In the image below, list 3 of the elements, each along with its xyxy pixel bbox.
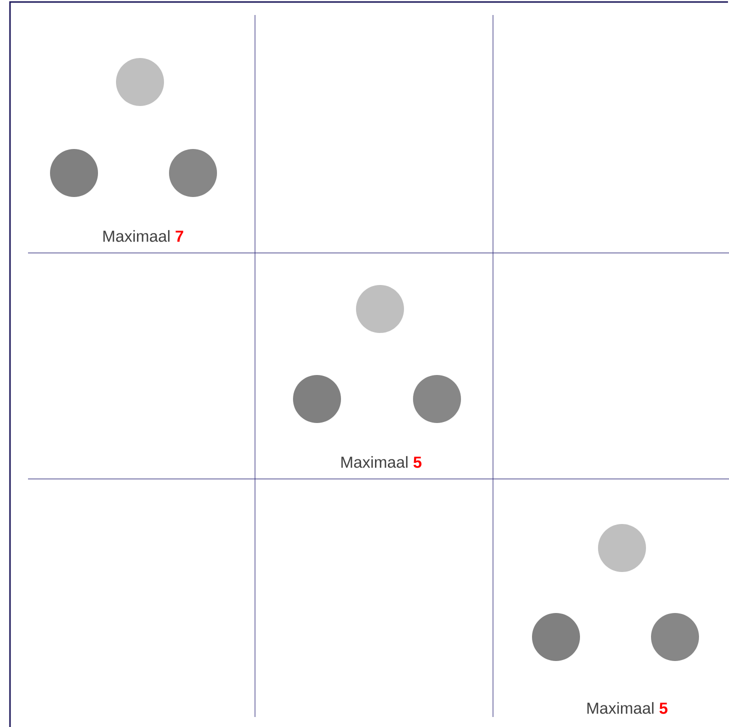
caption: Maximaal 7 <box>103 230 184 242</box>
caption: Maximaal 5 <box>587 702 668 714</box>
caption: Maximaal 5 <box>341 456 422 468</box>
